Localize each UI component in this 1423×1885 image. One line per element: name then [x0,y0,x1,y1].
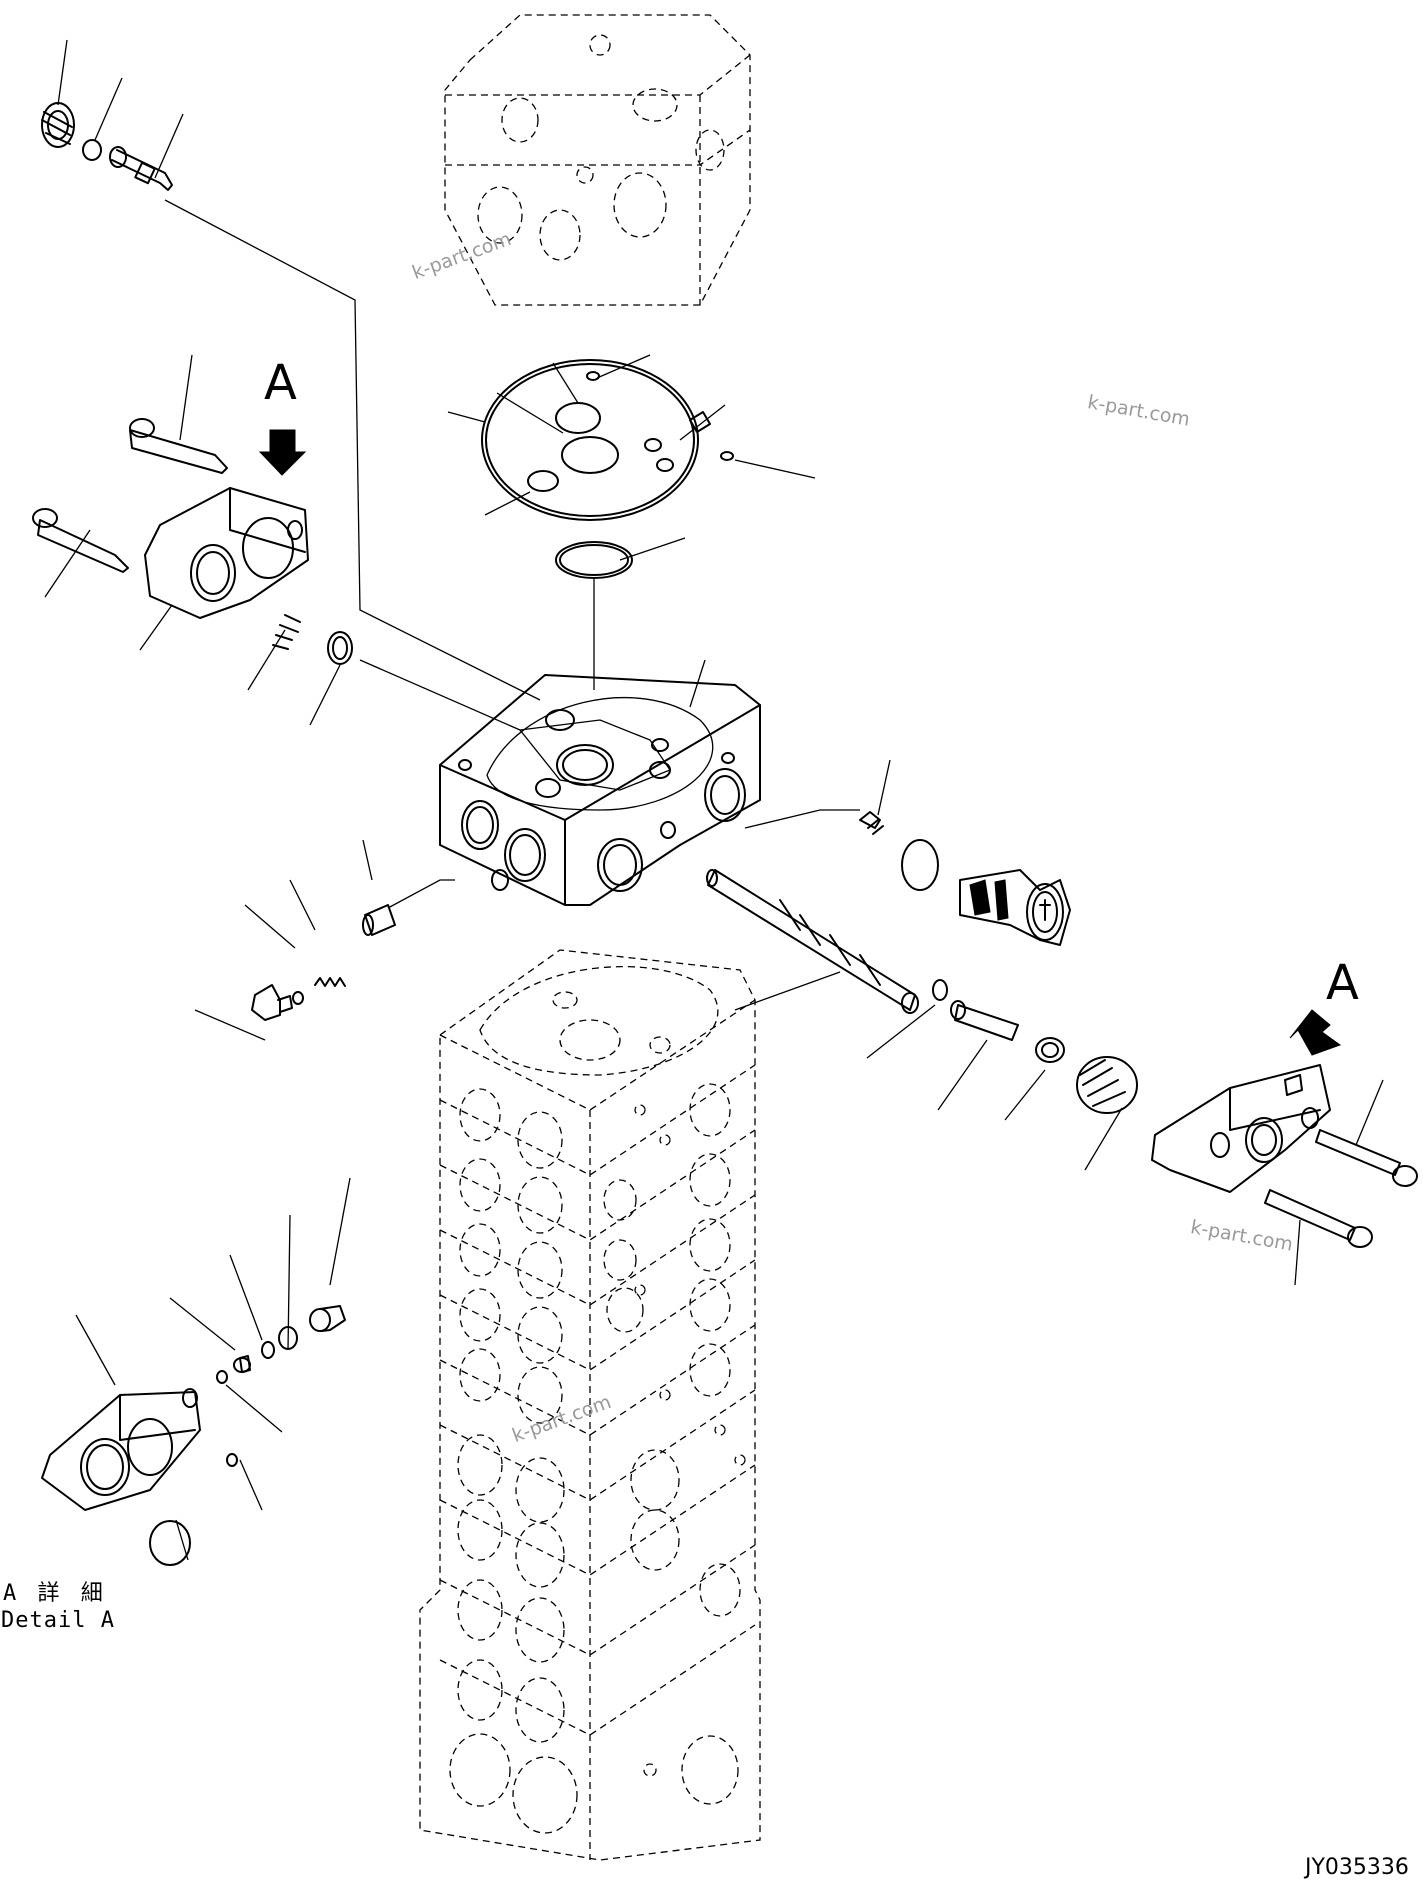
detail-caption-japanese: A 詳 細 [3,1581,107,1606]
right-cover-assembly [1151,1009,1418,1248]
main-valve-body [439,674,761,906]
view-letter-a-right: A [1326,955,1359,1011]
left-cover-assembly [32,418,353,665]
drawing-number: JY035336 [1305,1855,1409,1880]
view-letter-a-left: A [264,355,297,411]
upper-valve-section [444,14,751,306]
relief-valve-cartridge [959,869,1071,946]
detail-a-parts [41,1305,346,1566]
left-small-parts [251,904,396,1021]
leader-lines [44,39,1384,1561]
top-left-parts [41,102,173,191]
stack-ports [449,1083,746,1834]
detail-caption-english: Detail A [1,1608,115,1633]
gasket-plate [481,359,734,579]
main-spool [706,811,939,1014]
right-small-parts [932,979,1138,1114]
lower-valve-stack [419,949,761,1861]
